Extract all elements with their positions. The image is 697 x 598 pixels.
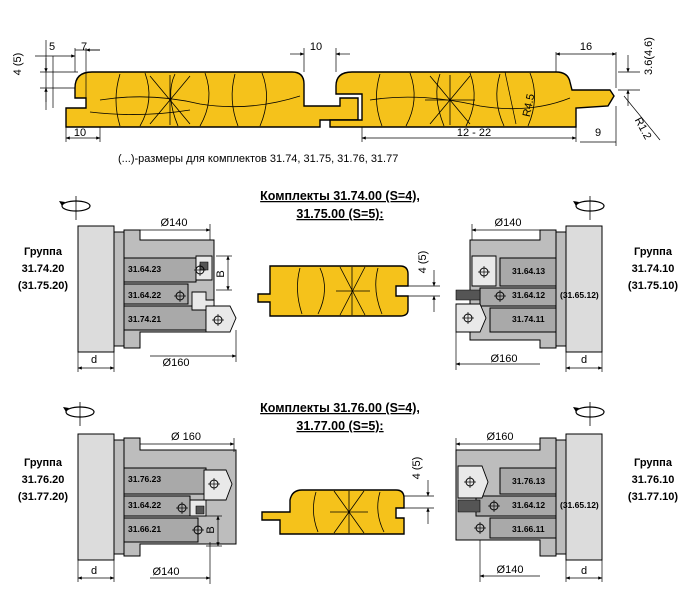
set1-right-group-label: Группа xyxy=(634,246,673,258)
set2-left-b: B xyxy=(205,526,217,533)
set2-right-group-code: 31.76.10 xyxy=(632,474,675,486)
set2-left-part-1: 31.76.23 xyxy=(128,474,161,484)
dim-4-5-top: 4 (5) xyxy=(12,53,24,76)
dim-10-top: 10 xyxy=(310,41,322,53)
dim-12-22: 12 - 22 xyxy=(457,127,491,139)
rotation-icon xyxy=(572,401,605,427)
set2-right-group-alt: (31.77.10) xyxy=(628,491,678,503)
dim-r1-2: R1.2 xyxy=(632,116,654,142)
set1-left-group-label: Группа xyxy=(24,246,63,258)
set2-right-part-2-alt: (31.65.12) xyxy=(560,500,599,510)
set1-right-part-2: 31.64.12 xyxy=(512,290,545,300)
set1-title-line2: 31.75.00 (S=5): xyxy=(296,207,383,221)
set1-left-part-3: 31.74.21 xyxy=(128,314,161,324)
set2-right-part-3: 31.66.11 xyxy=(512,524,545,534)
set2-left-part-3: 31.66.21 xyxy=(128,524,161,534)
set1-right-d: d xyxy=(581,354,587,366)
set1-left-part-1: 31.64.23 xyxy=(128,264,161,274)
set2-right-shaft xyxy=(565,433,603,561)
dim-r4-5: R4.5 xyxy=(521,93,538,118)
set2-left-d-bot: Ø140 xyxy=(153,566,180,578)
set1-center-dim: 4 (5) xyxy=(417,251,429,274)
set1-left-shaft xyxy=(77,225,115,353)
set2-left-d-top: Ø 160 xyxy=(171,431,201,443)
set1-right-d-bot: Ø160 xyxy=(491,353,518,365)
set2-left-group-label: Группа xyxy=(24,457,63,469)
set2-right-group-label: Группа xyxy=(634,457,673,469)
rotation-icon xyxy=(572,195,605,221)
right-board xyxy=(329,71,615,128)
set2: Комплекты 31.76.00 (S=4), 31.77.00 (S=5)… xyxy=(18,401,678,584)
set1-left-part-2: 31.64.22 xyxy=(128,290,161,300)
set2-left-d: d xyxy=(91,565,97,577)
set1-left-b: B xyxy=(215,270,227,277)
dim-10-bottom: 10 xyxy=(74,127,86,139)
set2-left-group-alt: (31.77.20) xyxy=(18,491,68,503)
dim-7: 7 xyxy=(81,41,87,53)
dim-9: 9 xyxy=(595,127,601,139)
board-profile-top: 4 (5) 5 7 10 16 3.6(4.6) 10 12 - 22 9 R4… xyxy=(12,37,661,165)
set2-right-part-2: 31.64.12 xyxy=(512,500,545,510)
set1-center-profile xyxy=(257,265,409,317)
set2-title-line1: Комплекты 31.76.00 (S=4), xyxy=(260,401,420,415)
set2-left-shaft xyxy=(77,433,115,561)
set1-left-d: d xyxy=(91,354,97,366)
set2-left-part-2: 31.64.22 xyxy=(128,500,161,510)
dim-16: 16 xyxy=(580,41,592,53)
set1-right-part-3: 31.74.11 xyxy=(512,314,545,324)
set2-right-d: d xyxy=(581,565,587,577)
dim-5: 5 xyxy=(49,41,55,53)
set1-title-line1: Комплекты 31.74.00 (S=4), xyxy=(260,189,420,203)
set2-right-d-bot: Ø140 xyxy=(497,564,524,576)
dim-3-6: 3.6(4.6) xyxy=(643,37,655,75)
set1-right-part-2-alt: (31.65.12) xyxy=(560,290,599,300)
set1: Комплекты 31.74.00 (S=4), 31.75.00 (S=5)… xyxy=(18,189,678,372)
set1-left-d-top: Ø140 xyxy=(161,217,188,229)
set1-right-group-code: 31.74.10 xyxy=(632,263,675,275)
set2-title-line2: 31.77.00 (S=5): xyxy=(296,419,383,433)
set2-left-group-code: 31.76.20 xyxy=(22,474,65,486)
sizes-note: (...)-размеры для комплектов 31.74, 31.7… xyxy=(118,153,398,165)
set2-right-part-1: 31.76.13 xyxy=(512,476,545,486)
set1-right-part-1: 31.64.13 xyxy=(512,266,545,276)
set2-right-d-top: Ø160 xyxy=(487,431,514,443)
set1-left-group-alt: (31.75.20) xyxy=(18,280,68,292)
set1-left-d-bot: Ø160 xyxy=(163,357,190,369)
rotation-icon xyxy=(58,195,91,221)
rotation-icon xyxy=(62,401,95,427)
set1-right-shaft xyxy=(565,225,603,353)
set1-right-d-top: Ø140 xyxy=(495,217,522,229)
set1-right-group-alt: (31.75.10) xyxy=(628,280,678,292)
left-board xyxy=(65,71,359,128)
set2-center-dim: 4 (5) xyxy=(411,457,423,480)
set1-left-group-code: 31.74.20 xyxy=(22,263,65,275)
